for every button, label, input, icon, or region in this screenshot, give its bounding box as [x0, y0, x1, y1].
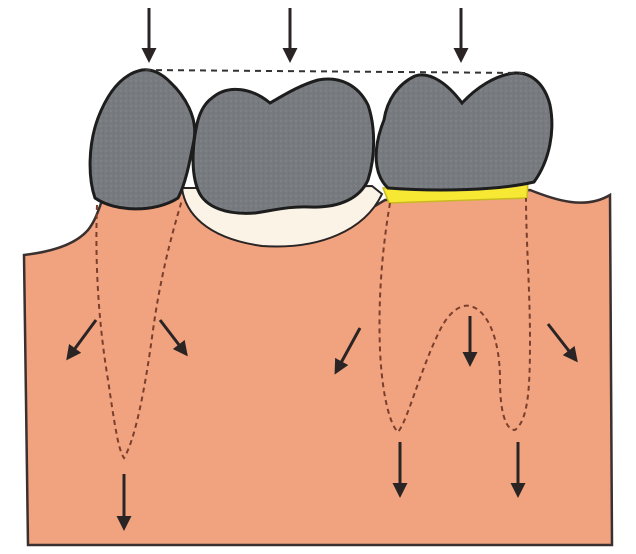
- occlusal-plane-line: [145, 70, 525, 73]
- pontic-crown: [193, 79, 374, 213]
- right-crown: [376, 73, 552, 190]
- occlusal-force-arrows: [149, 8, 461, 60]
- left-crown: [90, 70, 195, 209]
- gum-tissue: [24, 190, 612, 545]
